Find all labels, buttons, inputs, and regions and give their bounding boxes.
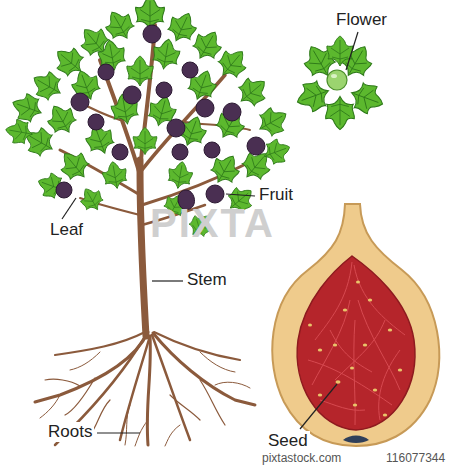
part-label: Stem: [185, 270, 229, 290]
part-label: Flower: [334, 10, 389, 30]
trunk-branches: [60, 25, 250, 336]
part-label: Seed: [266, 431, 310, 451]
watermark: 116077344: [386, 452, 445, 466]
roots: [35, 332, 255, 446]
watermark: pixtastock.com: [262, 452, 341, 466]
part-label: Leaf: [48, 220, 85, 240]
fig-fruits: [56, 25, 265, 210]
leader-lines: [62, 32, 358, 433]
part-label: Roots: [46, 422, 94, 442]
watermark: PIXTA: [150, 200, 275, 246]
flower-sprig: [293, 36, 388, 130]
fig-cross-section: [272, 204, 439, 446]
